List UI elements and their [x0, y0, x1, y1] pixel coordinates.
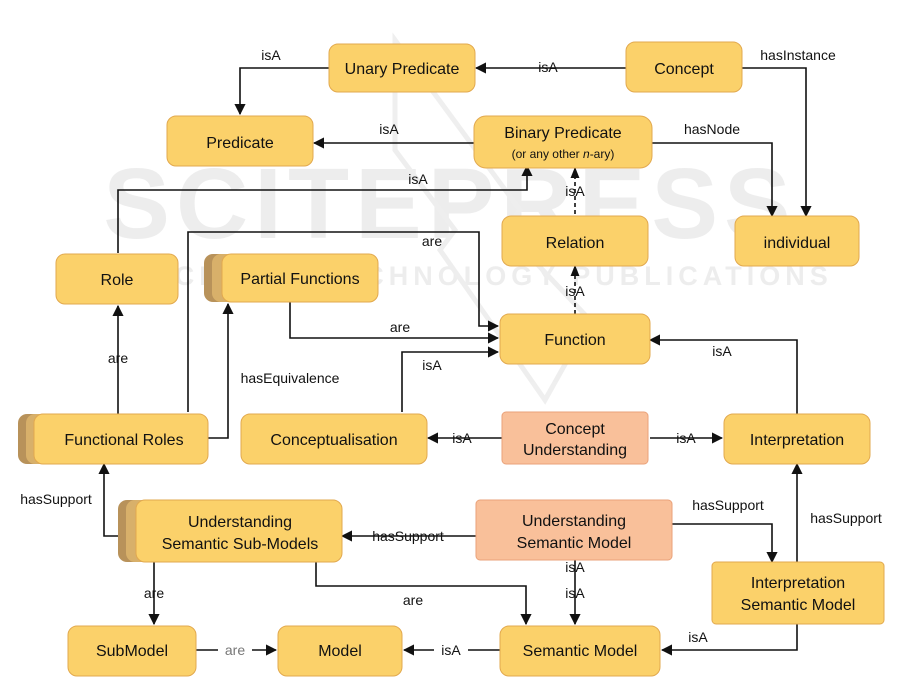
node-semantic-model[interactable]: Semantic Model: [499, 625, 661, 677]
edge-label-isa: isA: [261, 47, 281, 63]
edge-concept-individual: [742, 67, 812, 218]
node-role[interactable]: Role: [55, 253, 179, 305]
node-understanding-semantic-model[interactable]: Understanding Semantic Model: [475, 499, 673, 561]
edge-label-isa: isA: [422, 357, 442, 373]
edge-label-isa: isA: [565, 559, 585, 575]
edge-label-are: are: [144, 585, 164, 601]
node-binary-predicate[interactable]: Binary Predicate (or any other n-ary): [473, 115, 653, 169]
edge-label-hassupport: hasSupport: [20, 491, 92, 507]
node-label-line1: Understanding: [188, 514, 292, 531]
edge-label-isa: isA: [565, 183, 585, 199]
edge-label-hassupport: hasSupport: [372, 528, 444, 544]
node-concept[interactable]: Concept: [625, 41, 743, 93]
node-label: Concept: [654, 61, 714, 78]
node-individual[interactable]: individual: [734, 215, 860, 267]
edge-label-hasinstance: hasInstance: [760, 47, 836, 63]
node-interpretation[interactable]: Interpretation: [723, 413, 871, 465]
node-model[interactable]: Model: [277, 625, 403, 677]
watermark: SCITEPRESS SCIENCE AND TECHNOLOGY PUBLIC…: [67, 32, 833, 405]
edge-role-binary: [117, 164, 533, 253]
edge-label-isa: isA: [441, 642, 461, 658]
node-label: Interpretation: [750, 432, 844, 449]
edge-interpretation-function: [648, 334, 798, 414]
edge-label-hassupport: hasSupport: [810, 510, 882, 526]
edge-label-are: are: [403, 592, 423, 608]
node-predicate[interactable]: Predicate: [166, 115, 314, 167]
node-conceptualisation[interactable]: Conceptualisation: [240, 413, 428, 465]
edge-usm-ism: [672, 523, 778, 564]
edge-functional-function: [187, 231, 500, 412]
node-submodel[interactable]: SubModel: [67, 625, 197, 677]
edge-label-isa: isA: [565, 283, 585, 299]
node-label: Unary Predicate: [345, 61, 460, 78]
edge-label-are: are: [422, 233, 442, 249]
node-function[interactable]: Function: [499, 313, 651, 365]
node-label: Predicate: [206, 135, 274, 152]
node-label: Model: [318, 643, 362, 660]
node-label: Semantic Model: [523, 643, 638, 660]
node-label: Relation: [546, 235, 605, 252]
edge-label-hasnode: hasNode: [684, 121, 740, 137]
node-label: Partial Functions: [240, 271, 359, 288]
edge-label-are: are: [225, 642, 245, 658]
node-partial-functions[interactable]: Partial Functions: [204, 253, 379, 303]
edge-label-isa: isA: [379, 121, 399, 137]
edge-label-isa: isA: [408, 171, 428, 187]
node-unary-predicate[interactable]: Unary Predicate: [328, 43, 476, 93]
edge-label-isa: isA: [452, 430, 472, 446]
node-label: Function: [544, 332, 605, 349]
node-label: Conceptualisation: [270, 432, 397, 449]
watermark-sub: SCIENCE AND TECHNOLOGY PUBLICATIONS: [67, 261, 833, 291]
node-label-line1: Concept: [545, 421, 605, 438]
edge-label-hasequivalence: hasEquivalence: [241, 370, 340, 386]
edge-label-isa: isA: [712, 343, 732, 359]
edge-label-isa: isA: [676, 430, 696, 446]
edge-label-are: are: [108, 350, 128, 366]
edge-label-isa: isA: [688, 629, 708, 645]
node-label-line2: Semantic Sub-Models: [162, 536, 319, 553]
node-label: Functional Roles: [64, 432, 183, 449]
edge-usubm-functional: [98, 462, 118, 537]
edge-partial-function: [289, 300, 500, 344]
edge-label-hassupport: hasSupport: [692, 497, 764, 513]
edge-label-isa-2: isA: [565, 585, 585, 601]
node-label: SubModel: [96, 643, 168, 660]
node-label-line1: Understanding: [522, 513, 626, 530]
edge-ism-semantic: [660, 624, 798, 656]
edge-usubm-semantic: [315, 562, 532, 626]
edge-label-bg: [218, 640, 252, 658]
node-sublabel: (or any other n-ary): [512, 147, 615, 161]
node-label: individual: [764, 235, 831, 252]
edge-label-bg: [434, 640, 468, 658]
edge-unary-predicate: [234, 67, 329, 116]
edge-label-isa: isA: [538, 59, 558, 75]
node-interpretation-semantic-model[interactable]: Interpretation Semantic Model: [711, 561, 885, 625]
node-understanding-semantic-sub-models[interactable]: Understanding Semantic Sub-Models: [118, 499, 343, 563]
node-concept-understanding[interactable]: Concept Understanding: [501, 411, 649, 465]
edge-functional-partial: [207, 302, 234, 439]
node-label-line2: Semantic Model: [741, 597, 856, 614]
node-label: Role: [101, 272, 134, 289]
edge-binary-individual: [652, 142, 778, 218]
node-label: Binary Predicate: [504, 125, 621, 142]
edge-conceptualisation-function: [401, 346, 500, 412]
node-label-line1: Interpretation: [751, 575, 845, 592]
node-label-line2: Semantic Model: [517, 535, 632, 552]
node-label-line2: Understanding: [523, 442, 627, 459]
node-functional-roles[interactable]: Functional Roles: [18, 413, 209, 465]
node-relation[interactable]: Relation: [501, 215, 649, 267]
edge-label-are: are: [390, 319, 410, 335]
